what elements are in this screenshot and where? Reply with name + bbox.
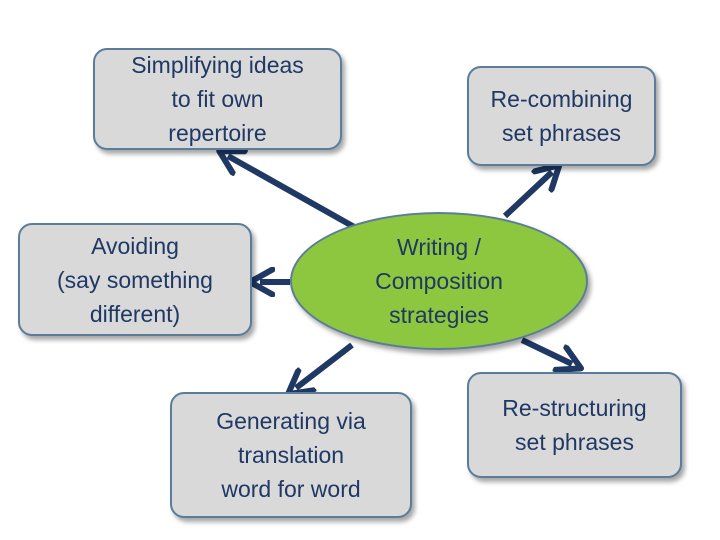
node-recombining: Re-combining set phrases [467,66,656,166]
node-generating: Generating via translation word for word [170,392,412,518]
node-restructuring: Re-structuring set phrases [467,372,682,478]
arrow-to-recombining [502,172,552,219]
arrow-to-simplifying [228,156,358,231]
node-simplifying: Simplifying ideas to fit own repertoire [93,48,342,150]
center-node: Writing / Composition strategies [290,212,588,350]
node-avoiding: Avoiding (say something different) [18,223,252,336]
arrow-to-generating [296,342,354,388]
arrow-to-restructuring [520,337,572,364]
